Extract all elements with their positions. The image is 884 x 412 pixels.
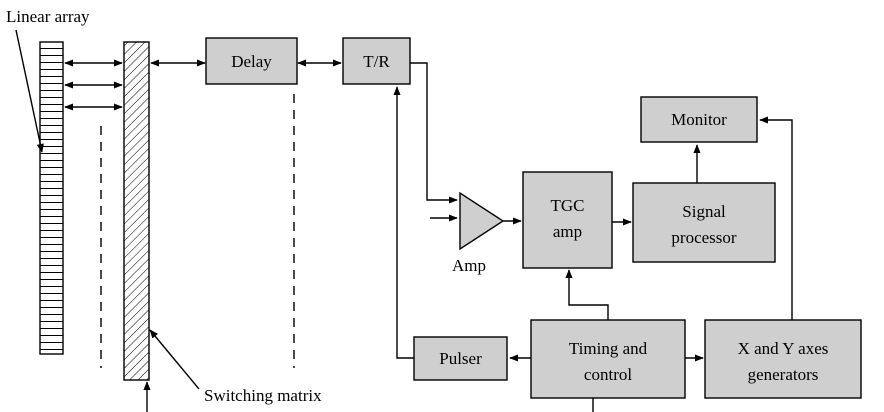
xy-label-line2: generators bbox=[748, 365, 819, 384]
xy-label-line1: X and Y axes bbox=[738, 339, 829, 358]
delay-block: Delay bbox=[205, 37, 298, 85]
timing-label-line1: Timing and bbox=[569, 339, 648, 358]
tr-switch-block: T/R bbox=[342, 37, 411, 85]
tr-label: T/R bbox=[363, 52, 390, 71]
linear-array-pointer bbox=[15, 29, 44, 153]
timing-control-block: Timing and control bbox=[530, 319, 686, 399]
tgc-label-line2: amp bbox=[553, 222, 582, 241]
switching-matrix-label: Switching matrix bbox=[204, 386, 322, 405]
xy-to-monitor-line bbox=[759, 116, 793, 320]
pulser-block: Pulser bbox=[413, 336, 508, 381]
monitor-label: Monitor bbox=[671, 110, 727, 129]
tgc-label-line1: TGC bbox=[551, 196, 585, 215]
amp-label: Amp bbox=[452, 256, 486, 275]
signal-label-line2: processor bbox=[671, 228, 736, 247]
timing-label-line2: control bbox=[584, 365, 632, 384]
timing-to-tgc-line bbox=[565, 269, 609, 320]
linear-array bbox=[39, 41, 64, 355]
signal-processor-block: Signal processor bbox=[632, 182, 776, 263]
switching-matrix-pointer bbox=[149, 329, 200, 390]
amplifier bbox=[459, 191, 505, 251]
monitor-block: Monitor bbox=[640, 96, 758, 143]
pulser-label: Pulser bbox=[439, 349, 482, 368]
xy-generators-block: X and Y axes generators bbox=[704, 319, 862, 399]
tr-to-amp-line bbox=[410, 62, 458, 204]
signal-label-line1: Signal bbox=[682, 202, 726, 221]
linear-array-label: Linear array bbox=[6, 7, 90, 26]
switching-matrix bbox=[123, 41, 150, 381]
tgc-amp-block: TGC amp bbox=[522, 171, 613, 269]
delay-label: Delay bbox=[231, 52, 272, 71]
amplifier-triangle-icon bbox=[459, 191, 505, 251]
pulser-to-tr-line bbox=[393, 86, 414, 359]
